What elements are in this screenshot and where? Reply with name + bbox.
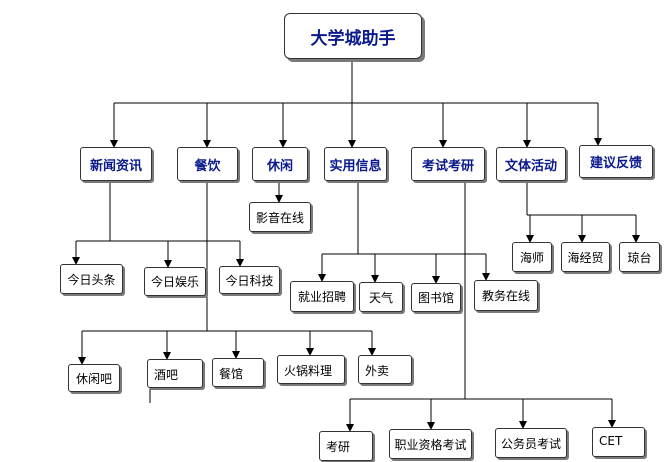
news-item: 今日头条 [60,264,123,294]
exam-item: CET [592,427,645,457]
practical-item: 天气 [359,282,403,312]
practical-item: 教务在线 [474,280,538,311]
dining-item: 休闲吧 [68,364,120,392]
news-item: 今日科技 [219,266,280,294]
category-news: 新闻资讯 [80,147,152,181]
category-exams: 考试考研 [411,147,485,181]
dining-item: 外卖 [358,355,412,384]
news-item: 今日娱乐 [144,267,206,296]
culture-item: 琼台 [619,242,660,272]
leisure-item: 影音在线 [249,202,311,232]
culture-item: 海师 [512,242,552,272]
exam-item: 考研 [319,431,373,461]
category-feedback: 建议反馈 [579,145,653,178]
category-leisure: 休闲 [252,147,308,181]
dining-item: 火锅料理 [277,355,345,384]
exam-item: 职业资格考试 [389,429,472,459]
root-title: 大学城助手 [284,13,422,59]
exam-item: 公务员考试 [495,428,567,458]
category-practical: 实用信息 [324,147,387,181]
dining-item: 餐馆 [212,358,264,387]
culture-item: 海经贸 [561,242,610,272]
dining-item: 酒吧 [147,359,203,388]
category-dining: 餐饮 [177,147,238,181]
practical-item: 图书馆 [411,283,461,312]
practical-item: 就业招聘 [290,281,354,312]
category-culture: 文体活动 [496,147,566,181]
